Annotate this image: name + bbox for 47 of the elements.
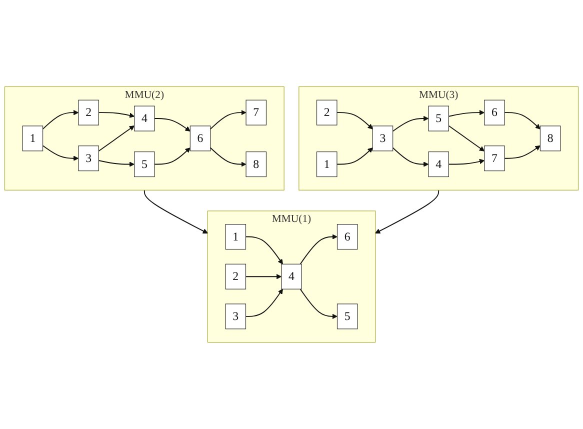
arrow <box>144 190 208 234</box>
arrow <box>154 148 190 165</box>
arrow <box>448 110 485 117</box>
arrow <box>504 112 540 130</box>
arrow <box>245 288 283 317</box>
node-box: 2 <box>316 100 338 126</box>
node-box: 7 <box>484 146 505 172</box>
arrow <box>375 190 440 234</box>
arrow <box>504 145 540 159</box>
arrow <box>98 160 135 167</box>
node-box: 5 <box>428 106 449 132</box>
node-box: 8 <box>246 152 267 178</box>
node-box: 1 <box>316 152 338 178</box>
node-box: 7 <box>246 100 267 126</box>
arrow <box>42 110 79 130</box>
arrow <box>98 125 135 152</box>
arrow <box>336 148 373 165</box>
node-box: 5 <box>134 152 155 178</box>
node-box: 3 <box>78 146 99 172</box>
node-box: 6 <box>484 100 505 126</box>
arrow <box>210 110 246 130</box>
node-box: 4 <box>281 264 302 290</box>
node-box: 2 <box>78 100 99 126</box>
arrow <box>154 118 190 132</box>
node-box: 6 <box>336 224 358 250</box>
node-box: 3 <box>372 126 394 152</box>
node-box: 4 <box>428 152 449 178</box>
node-box: 8 <box>540 126 561 152</box>
node-box: 5 <box>336 304 358 330</box>
arrow <box>42 145 79 161</box>
arrow <box>245 236 283 264</box>
arrow <box>448 125 485 152</box>
node-box: 2 <box>225 264 246 290</box>
node-box: 6 <box>190 126 211 152</box>
arrow <box>448 158 485 165</box>
node-box: 1 <box>225 224 246 250</box>
arrow <box>392 147 429 167</box>
arrow <box>98 112 135 118</box>
node-box: 4 <box>134 106 155 132</box>
arrow <box>300 234 338 265</box>
node-box: 1 <box>22 126 44 152</box>
arrow <box>210 147 246 167</box>
arrow <box>392 116 429 132</box>
arrow <box>336 112 373 130</box>
arrow <box>300 288 338 320</box>
arrow <box>245 274 282 280</box>
node-box: 3 <box>225 304 246 330</box>
